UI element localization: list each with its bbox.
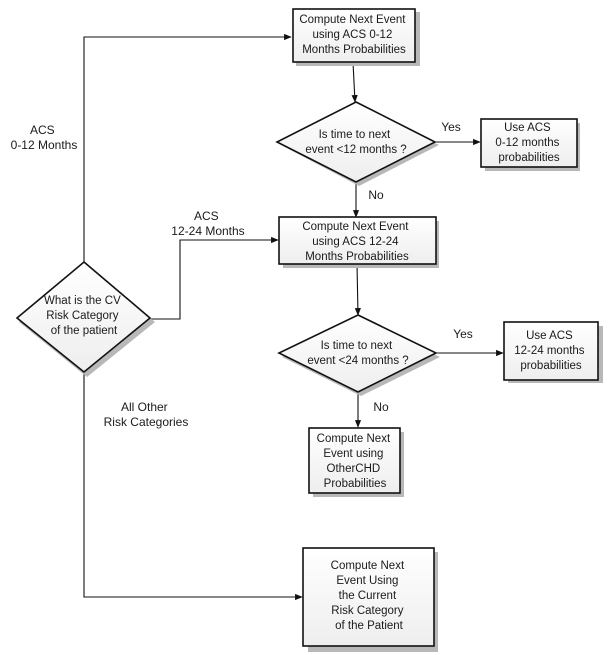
current-risk-line-1: Compute Next <box>331 560 405 572</box>
label-acs-12-24: ACS 12-24 Months <box>171 209 244 238</box>
current-risk-line-5: of the Patient <box>335 620 404 632</box>
decision-24-line-1: Is time to next <box>321 340 393 352</box>
acs-0-12-compute-line-2: using ACS 0-12 <box>312 29 392 41</box>
label-no-24: No <box>373 400 389 414</box>
edge-acs-12-24 <box>150 236 279 320</box>
label-all-other: All Other Risk Categories <box>104 400 189 429</box>
svg-text:Use ACS 12-24 months: Use ACS 12-24 months probabilities <box>514 330 588 372</box>
decision-24-months: Is time to next event <24 months ? <box>277 314 440 396</box>
acs-0-12-compute-line-1: Compute Next Event <box>299 14 406 26</box>
svg-text:Use ACS 0-12 months: Use ACS 0-12 months probabilities <box>495 122 562 164</box>
use-acs-12-24-line-2: 12-24 months <box>514 345 585 357</box>
svg-text:What is the CV Risk Cate: What is the CV Risk Category of the pati… <box>44 295 124 337</box>
svg-text:Is time to next event <1: Is time to next event <12 months ? <box>305 129 406 156</box>
label-acs-0-12: ACS 0-12 Months <box>11 123 78 152</box>
acs-12-24-compute-line-2: using ACS 12-24 <box>312 236 399 248</box>
current-risk-line-3: the Current <box>339 590 397 602</box>
decision-12-line-2: event <12 months ? <box>305 144 406 156</box>
use-acs-12-24-line-3: probabilities <box>520 360 582 372</box>
svg-text:Compute Next Event using: Compute Next Event using OtherCHD Probab… <box>317 433 394 490</box>
edge-compute-to-decision-24 <box>354 263 361 316</box>
label-yes-12: Yes <box>441 120 461 134</box>
svg-text:Is time to next event <2: Is time to next event <24 months ? <box>307 340 408 367</box>
compute-acs-0-12-box: Compute Next Event using ACS 0-12 Months… <box>292 8 420 66</box>
decision-12-months: Is time to next event <12 months ? <box>275 101 439 186</box>
decision-12-line-1: Is time to next <box>319 129 391 141</box>
use-acs-12-24-line-1: Use ACS <box>526 330 573 342</box>
use-acs-0-12-line-1: Use ACS <box>504 122 551 134</box>
otherchd-line-4: Probabilities <box>324 478 387 490</box>
svg-text:Compute Next Event using: Compute Next Event using ACS 0-12 Months… <box>299 14 408 56</box>
use-acs-12-24-box: Use ACS 12-24 months probabilities <box>503 321 603 383</box>
use-acs-0-12-line-3: probabilities <box>498 152 560 164</box>
svg-text:Compute Next Event Using: Compute Next Event Using the Current Ris… <box>331 560 408 632</box>
edge-acs-0-12 <box>83 33 292 262</box>
risk-decision-line-3: of the patient <box>51 325 118 337</box>
otherchd-line-3: OtherCHD <box>327 463 381 475</box>
compute-otherchd-box: Compute Next Event using OtherCHD Probab… <box>308 427 404 497</box>
risk-category-decision: What is the CV Risk Category of the pati… <box>15 260 155 377</box>
label-no-12: No <box>368 188 384 202</box>
acs-12-24-compute-line-1: Compute Next Event <box>302 221 409 233</box>
otherchd-line-2: Event using <box>323 448 383 460</box>
use-acs-0-12-box: Use ACS 0-12 months probabilities <box>480 118 580 171</box>
svg-text:Compute Next Event using: Compute Next Event using ACS 12-24 Month… <box>302 221 411 263</box>
use-acs-0-12-line-2: 0-12 months <box>495 137 559 149</box>
acs-12-24-compute-line-3: Months Probabilities <box>305 251 409 263</box>
acs-0-12-compute-line-3: Months Probabilities <box>302 44 406 56</box>
connectors <box>83 33 504 601</box>
current-risk-line-2: Event Using <box>336 575 398 587</box>
current-risk-line-4: Risk Category <box>331 605 403 617</box>
otherchd-line-1: Compute Next <box>317 433 391 445</box>
compute-acs-12-24-box: Compute Next Event using ACS 12-24 Month… <box>278 216 439 268</box>
risk-decision-line-2: Risk Category <box>46 310 118 322</box>
edge-compute-to-decision-12 <box>351 61 358 103</box>
edge-all-other <box>83 372 303 601</box>
risk-decision-line-1: What is the CV <box>44 295 121 307</box>
compute-current-risk-box: Compute Next Event Using the Current Ris… <box>302 547 438 652</box>
label-yes-24: Yes <box>453 327 473 341</box>
decision-24-line-2: event <24 months ? <box>307 355 408 367</box>
edge-labels: ACS 0-12 Months ACS 12-24 Months All Oth… <box>11 120 473 429</box>
